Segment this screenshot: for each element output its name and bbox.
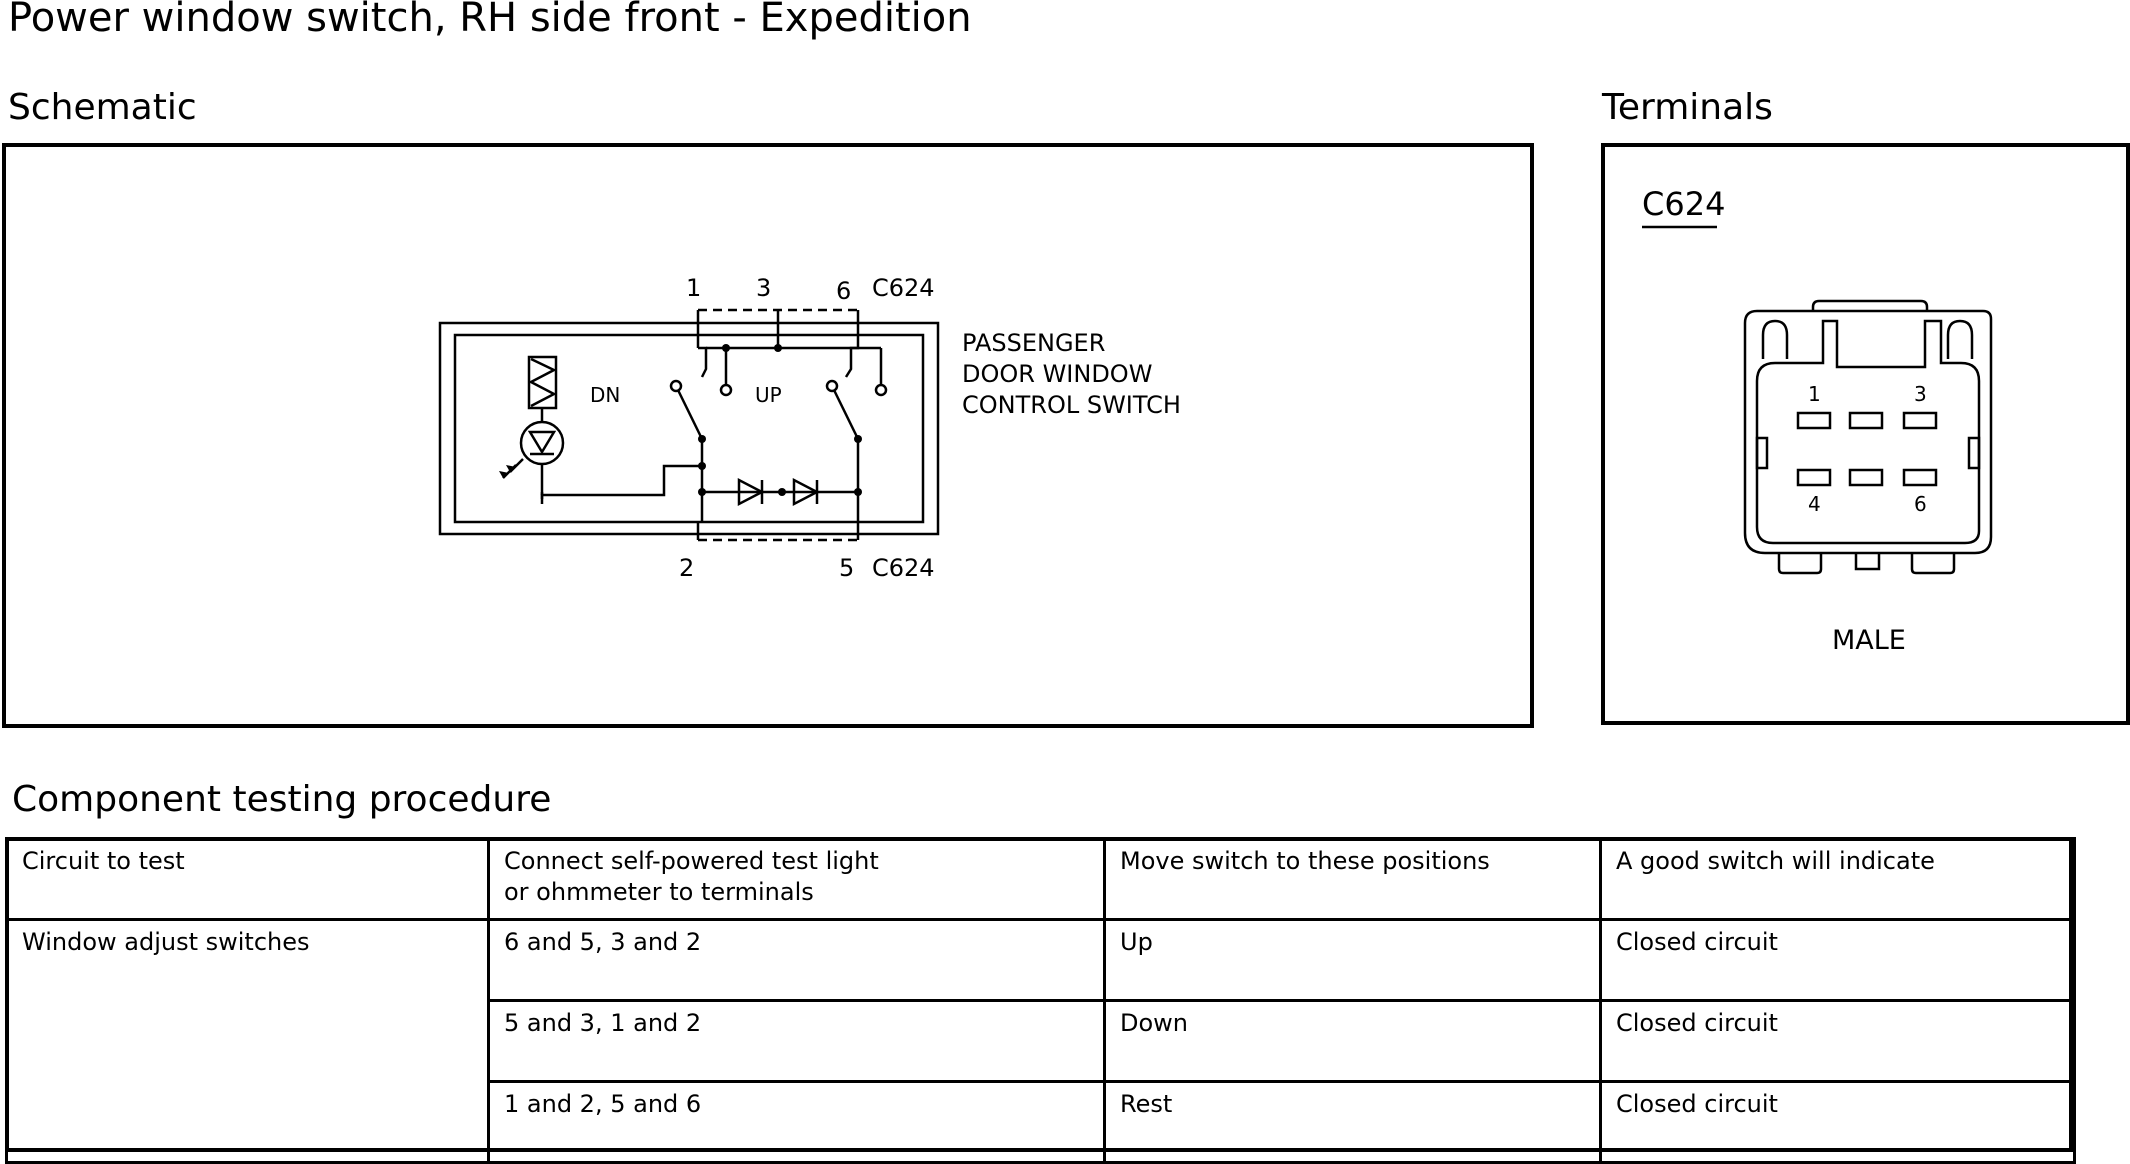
table-row: Window adjust switches 6 and 5, 3 and 2 …: [5, 918, 2076, 1164]
indication-cell: Closed circuit: [1599, 999, 2076, 1083]
switch-name-line: DOOR WINDOW: [962, 360, 1152, 388]
indication-cell: Closed circuit: [1599, 918, 2076, 1002]
procedure-heading: Component testing procedure: [12, 779, 552, 820]
circuit-cell: Window adjust switches: [5, 918, 490, 1164]
table-row: 5 and 3, 1 and 2 Down Closed circuit: [7, 999, 2076, 1083]
page-title: Power window switch, RH side front - Exp…: [8, 0, 972, 41]
connector-label-bottom: C624: [872, 554, 935, 582]
schematic-panel: 1 3 6 C624 2 5 C624 DN UP PASSENGER DOOR…: [2, 143, 1534, 728]
position-cell: Rest: [1103, 1080, 1602, 1164]
table-header-row: Circuit to test Connect self-powered tes…: [5, 837, 2076, 921]
pin-label: 3: [756, 274, 771, 302]
terminals-cell: 5 and 3, 1 and 2: [487, 999, 1106, 1083]
position-cell: Down: [1103, 999, 1602, 1083]
terminals-heading: Terminals: [1602, 87, 1773, 128]
switch-name-line: CONTROL SWITCH: [962, 391, 1181, 419]
pin-number: 6: [1914, 492, 1927, 516]
procedure-table: Circuit to test Connect self-powered tes…: [5, 837, 2076, 1164]
pin-label: 6: [836, 277, 851, 305]
terminals-cell: 1 and 2, 5 and 6: [487, 1080, 1106, 1164]
pin-label: 1: [686, 274, 701, 302]
connector-face-diagram: C624 1 3: [1642, 185, 1993, 656]
schematic-diagram: 1 3 6 C624 2 5 C624 DN UP PASSENGER DOOR…: [438, 274, 1181, 582]
pin-label: 5: [839, 554, 854, 582]
column-header: Connect self-powered test light or ohmme…: [487, 837, 1106, 921]
gender-label: MALE: [1832, 625, 1906, 656]
up-label: UP: [755, 383, 782, 407]
dn-label: DN: [590, 383, 620, 407]
column-header: Circuit to test: [5, 837, 490, 921]
indication-cell: Closed circuit: [1599, 1080, 2076, 1164]
position-cell: Up: [1103, 918, 1602, 1002]
connector-id: C624: [1642, 185, 1725, 223]
terminals-cell: 6 and 5, 3 and 2: [487, 918, 1106, 1002]
connector-label-top: C624: [872, 274, 935, 302]
pin-number: 3: [1914, 382, 1927, 406]
schematic-heading: Schematic: [8, 87, 197, 128]
terminals-panel: C624 1 3: [1601, 143, 2130, 725]
pin-number: 1: [1808, 382, 1821, 406]
column-header: Move switch to these positions: [1103, 837, 1602, 921]
column-header: A good switch will indicate: [1599, 837, 2076, 921]
pin-label: 2: [679, 554, 694, 582]
switch-name-line: PASSENGER: [962, 329, 1105, 357]
pin-number: 4: [1808, 492, 1821, 516]
